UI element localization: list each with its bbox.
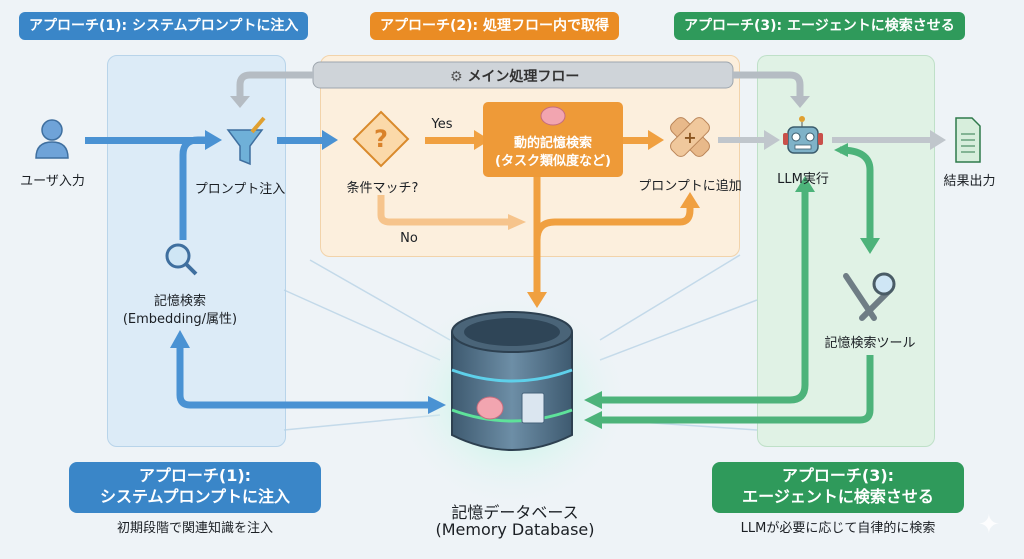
arrow-user-to-prompt bbox=[85, 130, 222, 150]
database-label: 記憶データベース bbox=[451, 503, 579, 522]
approach1-panel bbox=[107, 55, 286, 447]
main-flow-label: ⚙ メイン処理フロー bbox=[450, 69, 580, 85]
memory-search-sublabel: (Embedding/属性) bbox=[122, 312, 238, 327]
question-diamond-icon: ? bbox=[352, 110, 410, 168]
bandage-plus-icon: + bbox=[670, 117, 710, 157]
brain-icon bbox=[540, 106, 566, 126]
arrow-tool-to-db bbox=[600, 355, 874, 424]
arrow-db-to-llm bbox=[600, 185, 809, 404]
arrow-add-to-llm bbox=[718, 130, 780, 150]
prompt-inject-label: プロンプト注入 bbox=[194, 182, 286, 197]
wrench-magnifier-icon bbox=[843, 272, 896, 321]
gear-icon: ⚙ bbox=[450, 69, 463, 85]
approach1-summary-title: アプローチ(1): システムプロンプトに注入 bbox=[69, 462, 321, 513]
approach3-panel bbox=[757, 55, 935, 447]
approach3-summary-caption: LLMが必要に応じて自律的に検索 bbox=[740, 521, 936, 536]
funnel-pencil-icon bbox=[226, 116, 266, 166]
database-icon bbox=[451, 311, 573, 451]
memory-tool-label: 記憶検索ツール bbox=[824, 336, 916, 351]
llm-exec-label: LLM実行 bbox=[777, 172, 829, 187]
dynamic-search-sublabel: (タスク類似度など) bbox=[495, 154, 611, 169]
dynamic-search-label: 動的記憶検索 bbox=[513, 136, 592, 151]
svg-text:+: + bbox=[683, 128, 696, 147]
arrow-llm-to-tool bbox=[839, 146, 874, 240]
magnifier-icon bbox=[165, 243, 198, 276]
arrow-db-search bbox=[176, 345, 430, 409]
approach3-summary-title: アプローチ(3): エージェントに検索させる bbox=[712, 462, 964, 513]
result-output-label: 結果出力 bbox=[943, 174, 996, 189]
arrow-search-to-prompt bbox=[179, 136, 205, 240]
arrow-branch-to-add bbox=[533, 205, 694, 241]
sparkle-icon: ✦ bbox=[978, 510, 1000, 540]
memory-search-label: 記憶検索 bbox=[153, 294, 206, 309]
edge-label-no: No bbox=[400, 231, 418, 246]
arrow-no bbox=[377, 195, 510, 226]
robot-icon bbox=[783, 116, 823, 154]
arrow-prompt-to-condition bbox=[277, 130, 338, 150]
main-flow-bar bbox=[230, 61, 810, 108]
arrow-llm-to-result bbox=[832, 130, 946, 150]
arrow-yes bbox=[425, 130, 490, 150]
approach3-header: アプローチ(3): エージェントに検索させる bbox=[674, 12, 965, 40]
approach2-header: アプローチ(2): 処理フロー内で取得 bbox=[370, 12, 620, 40]
user-icon bbox=[35, 119, 69, 159]
approach1-summary-caption: 初期段階で関連知識を注入 bbox=[116, 521, 273, 536]
approach1-header: アプローチ(1): システムプロンプトに注入 bbox=[19, 12, 309, 40]
svg-text:?: ? bbox=[374, 125, 388, 153]
add-prompt-label: プロンプトに追加 bbox=[638, 179, 742, 194]
dynamic-search-box bbox=[483, 102, 623, 177]
document-icon bbox=[955, 117, 981, 163]
arrow-dynamic-to-add bbox=[622, 130, 664, 150]
edge-label-yes: Yes bbox=[431, 117, 453, 132]
database-sublabel: (Memory Database) bbox=[435, 520, 595, 539]
condition-label: 条件マッチ? bbox=[346, 181, 419, 196]
user-input-label: ユーザ入力 bbox=[20, 174, 85, 189]
